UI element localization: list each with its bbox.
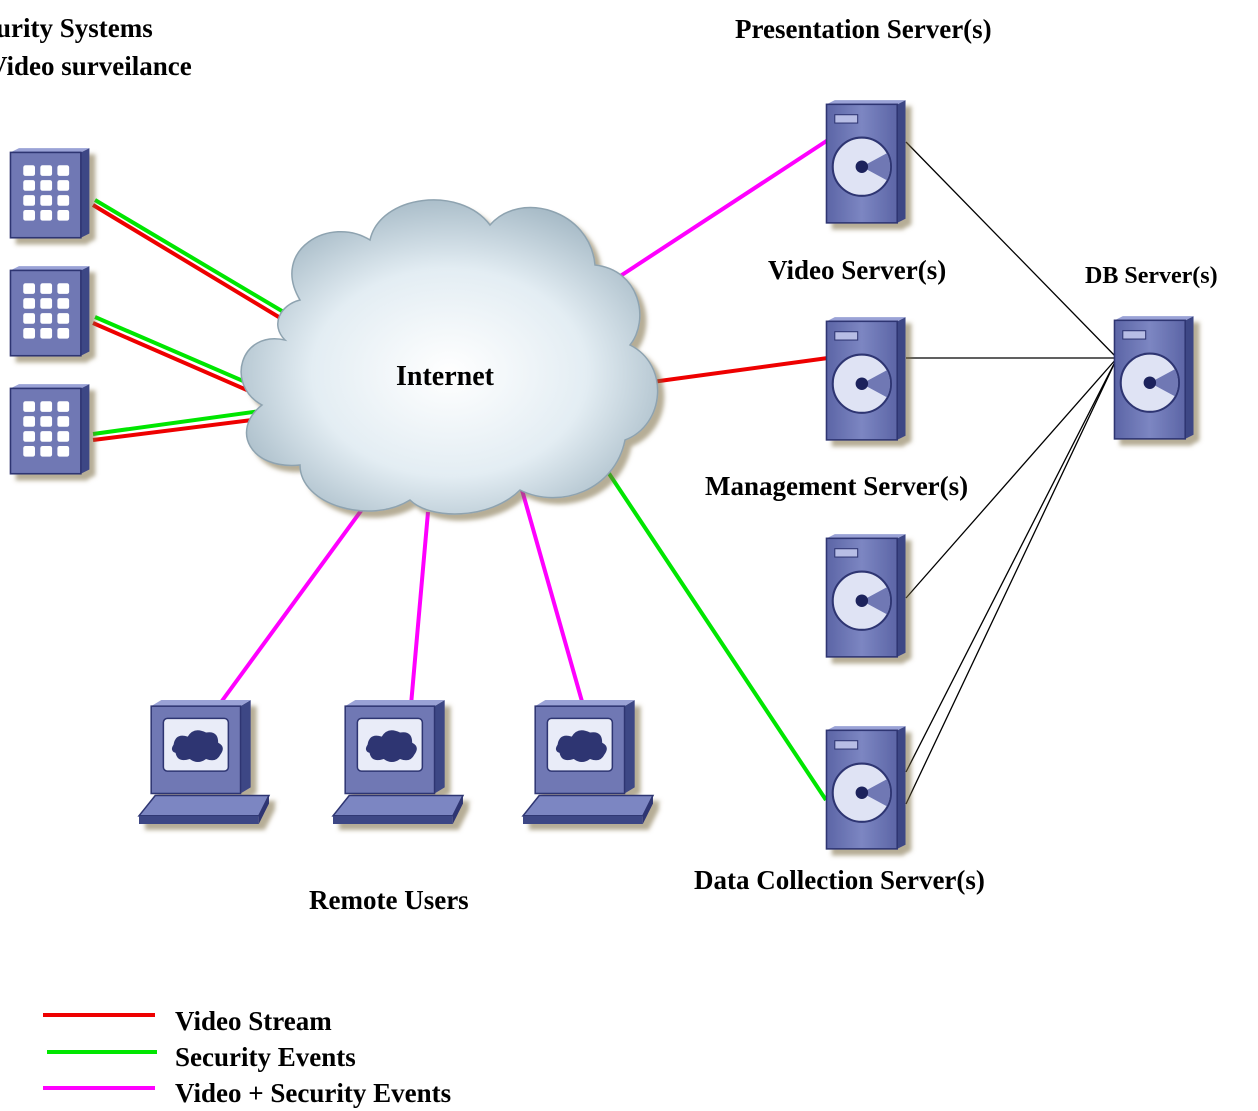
remote-user-workstation-icon	[138, 699, 270, 825]
link-security-1-video	[91, 203, 289, 324]
link-video-server	[651, 356, 829, 384]
db-servers-label: DB Server(s)	[1085, 263, 1218, 289]
link-security-1-events	[93, 198, 294, 319]
internet-label: Internet	[396, 361, 495, 392]
link-data-collection-server	[602, 464, 828, 802]
remote-user-workstation-icon	[332, 699, 464, 825]
video-server-icon	[825, 316, 907, 441]
security-system-icon	[9, 147, 91, 239]
internet-cloud-icon	[240, 199, 659, 515]
presentation-server-icon	[825, 99, 907, 224]
security-system-icon	[9, 383, 91, 475]
data-collection-servers-label: Data Collection Server(s)	[694, 865, 985, 895]
link-db-data-collection-a	[905, 357, 1118, 773]
link-remote-user-3	[520, 489, 585, 706]
link-security-3-events	[92, 408, 269, 436]
video-surveillance-label: Video surveilance	[0, 51, 192, 81]
link-security-2-events	[94, 315, 258, 389]
db-server-icon	[1113, 315, 1195, 440]
video-servers-label: Video Server(s)	[768, 255, 946, 285]
remote-user-workstation-icon	[522, 699, 654, 825]
security-system-icon	[9, 265, 91, 357]
legend: Video Stream Security Events Video + Sec…	[43, 1006, 451, 1108]
link-db-management	[905, 357, 1118, 599]
link-db-presentation	[905, 141, 1118, 359]
link-security-2-video	[92, 321, 257, 396]
legend-label-video-stream: Video Stream	[175, 1006, 332, 1036]
link-presentation-server	[603, 138, 830, 288]
management-servers-label: Management Server(s)	[705, 471, 968, 501]
link-remote-user-1	[217, 476, 387, 707]
presentation-servers-label: Presentation Server(s)	[735, 14, 992, 44]
legend-label-video-security-events: Video + Security Events	[175, 1078, 451, 1108]
link-remote-user-2	[409, 511, 430, 706]
management-server-icon	[825, 533, 907, 658]
security-systems-label: urity Systems	[0, 13, 153, 43]
data-collection-server-icon	[825, 725, 907, 850]
remote-users-label: Remote Users	[309, 885, 469, 915]
legend-label-security-events: Security Events	[175, 1042, 356, 1072]
link-security-3-video	[92, 416, 269, 442]
link-db-data-collection-b	[905, 357, 1118, 805]
connections	[91, 138, 1118, 805]
